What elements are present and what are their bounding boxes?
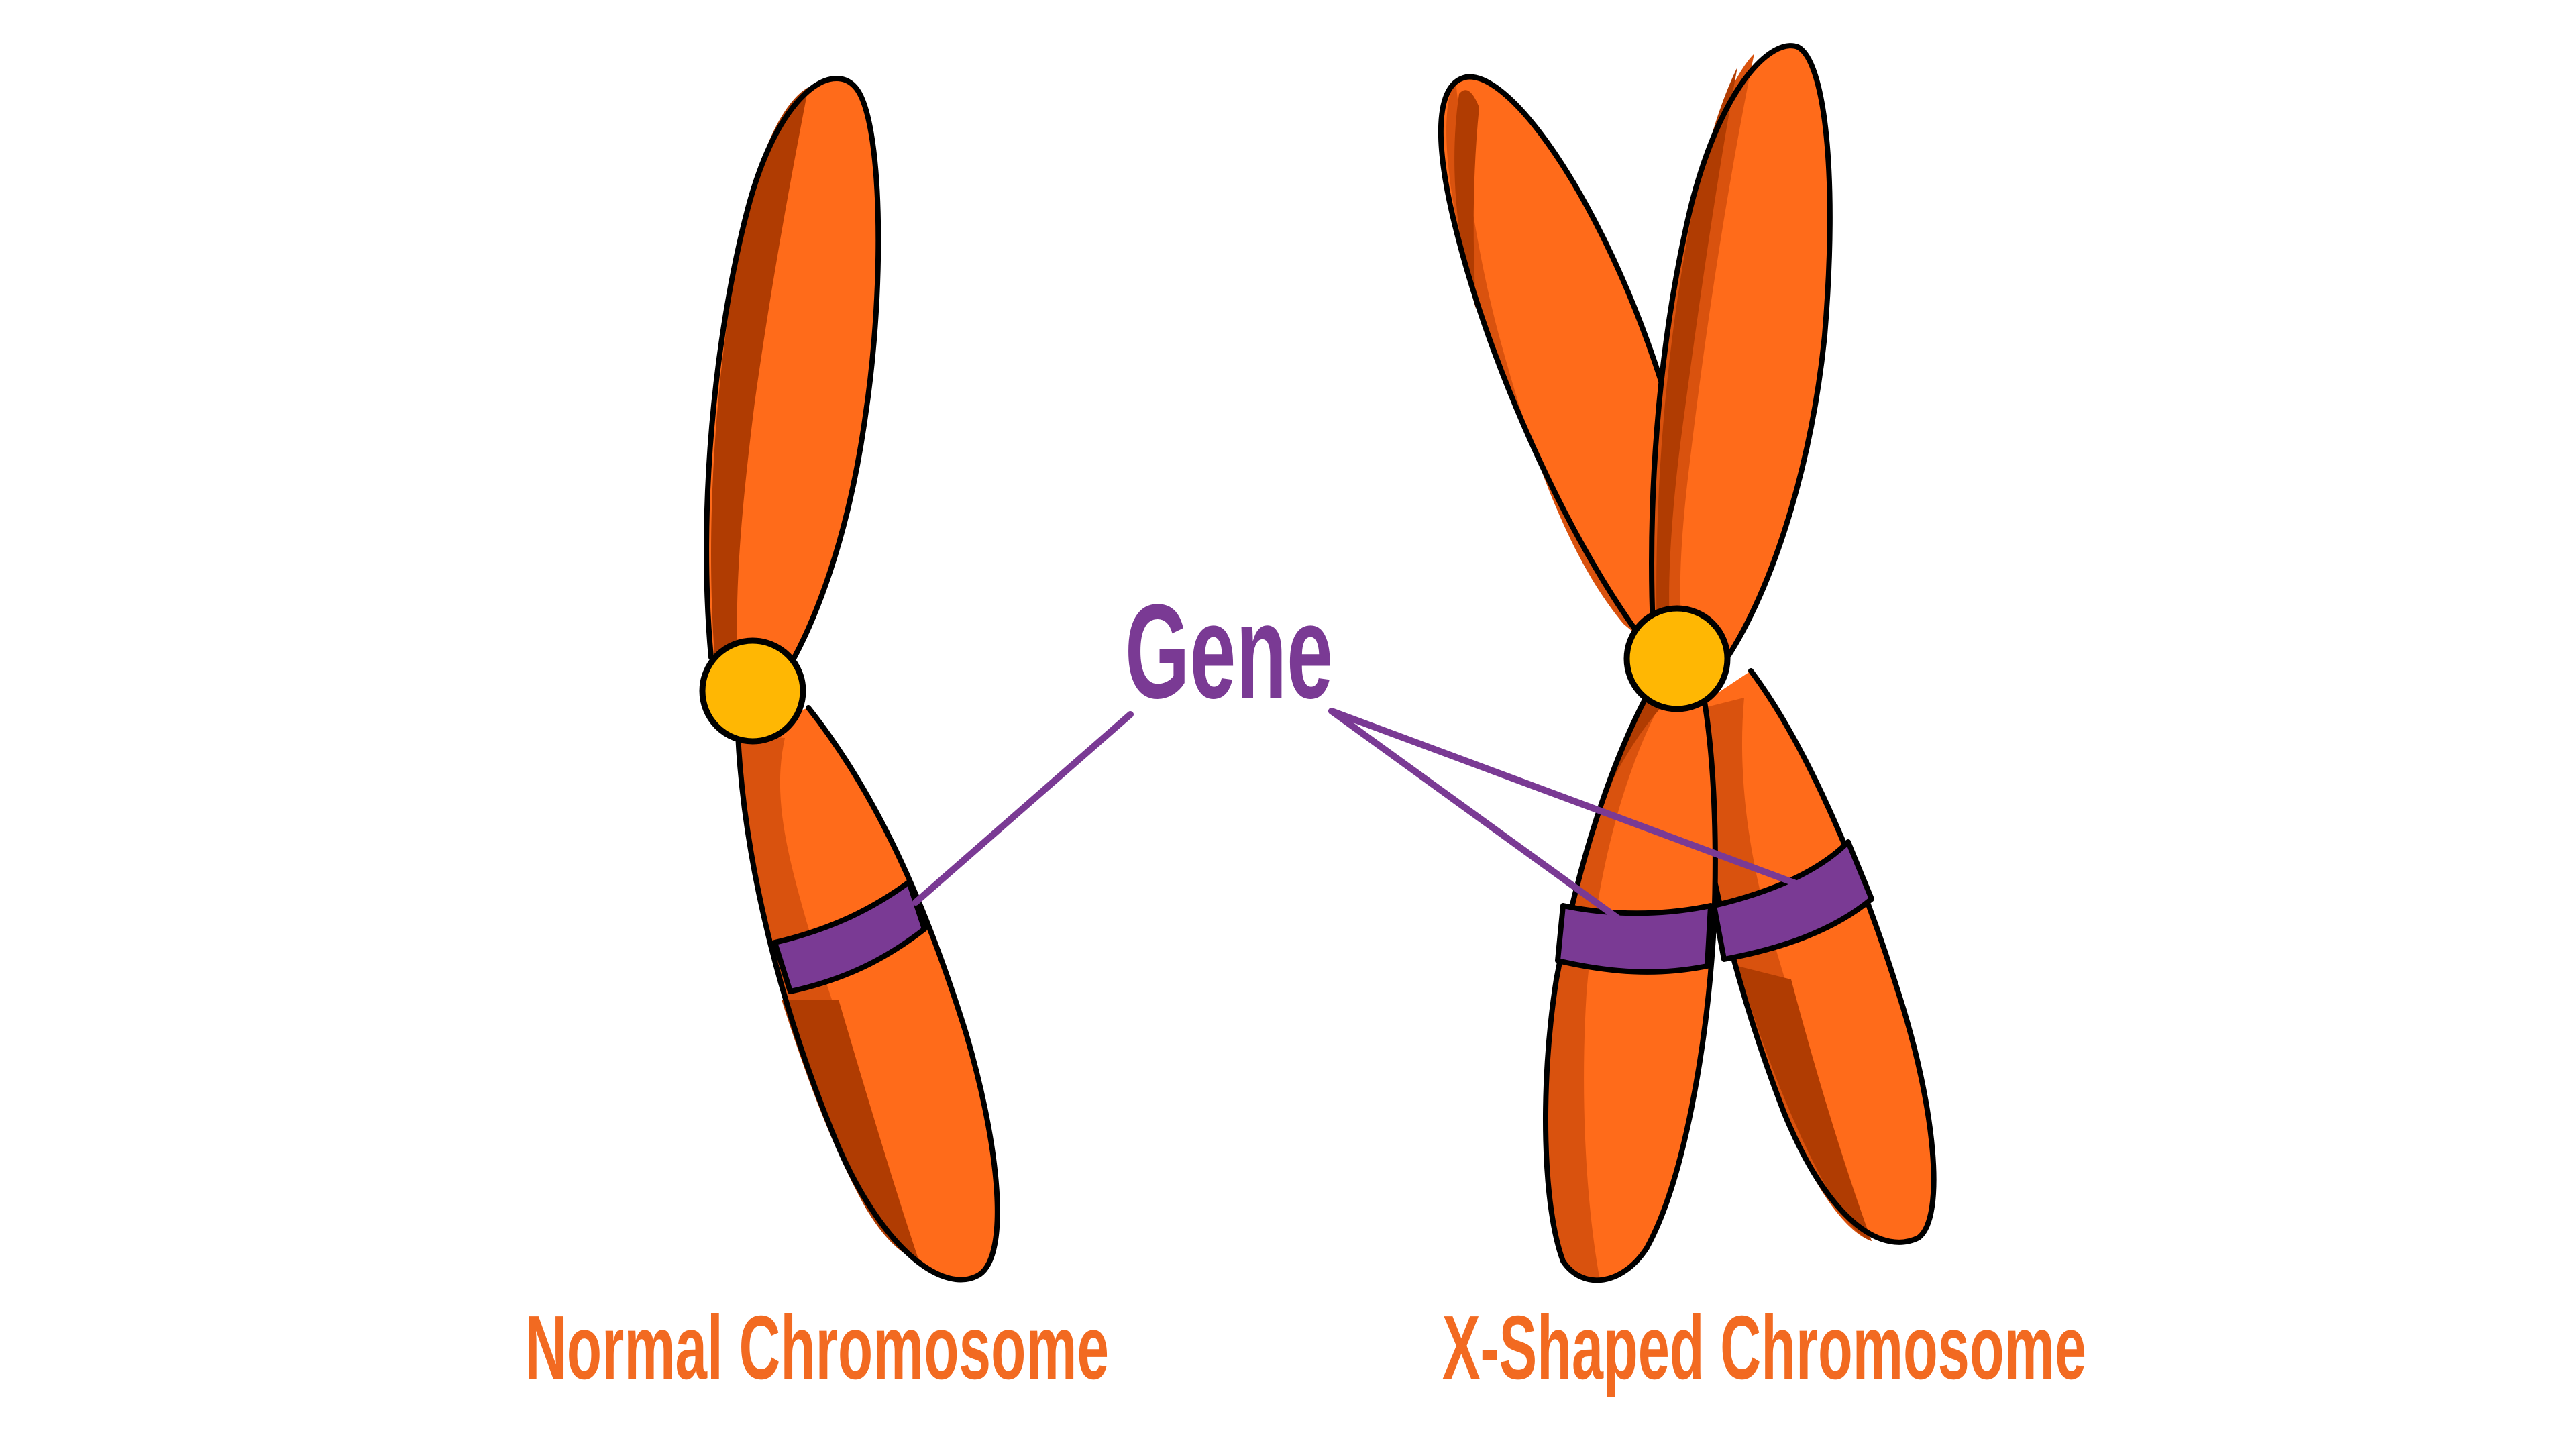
normal-upper-arm: [704, 76, 881, 677]
x-left-gene-band: [1555, 903, 1713, 975]
x-centromere: [1623, 605, 1731, 712]
normal-centromere: [699, 637, 806, 745]
gene-pointers: [912, 708, 1801, 930]
x-shaped-chromosome: [1438, 43, 1937, 1283]
pointer-x-left: [1328, 708, 1633, 930]
x-right-upper-arm: [1649, 43, 1833, 660]
pointer-normal: [912, 711, 1134, 906]
gene-label: Gene: [1125, 577, 1333, 727]
normal-chromosome: [699, 76, 1000, 1283]
pointer-x-right: [1328, 708, 1801, 888]
normal-gene-band: [772, 879, 927, 994]
normal-chromosome-label: Normal Chromosome: [525, 1297, 1109, 1398]
x-left-lower-arm: [1542, 675, 1718, 1283]
x-shaped-chromosome-label: X-Shaped Chromosome: [1442, 1297, 2086, 1398]
normal-lower-arm: [735, 705, 1000, 1283]
x-right-lower-arm: [1688, 668, 1937, 1245]
x-right-gene-band: [1711, 839, 1874, 962]
